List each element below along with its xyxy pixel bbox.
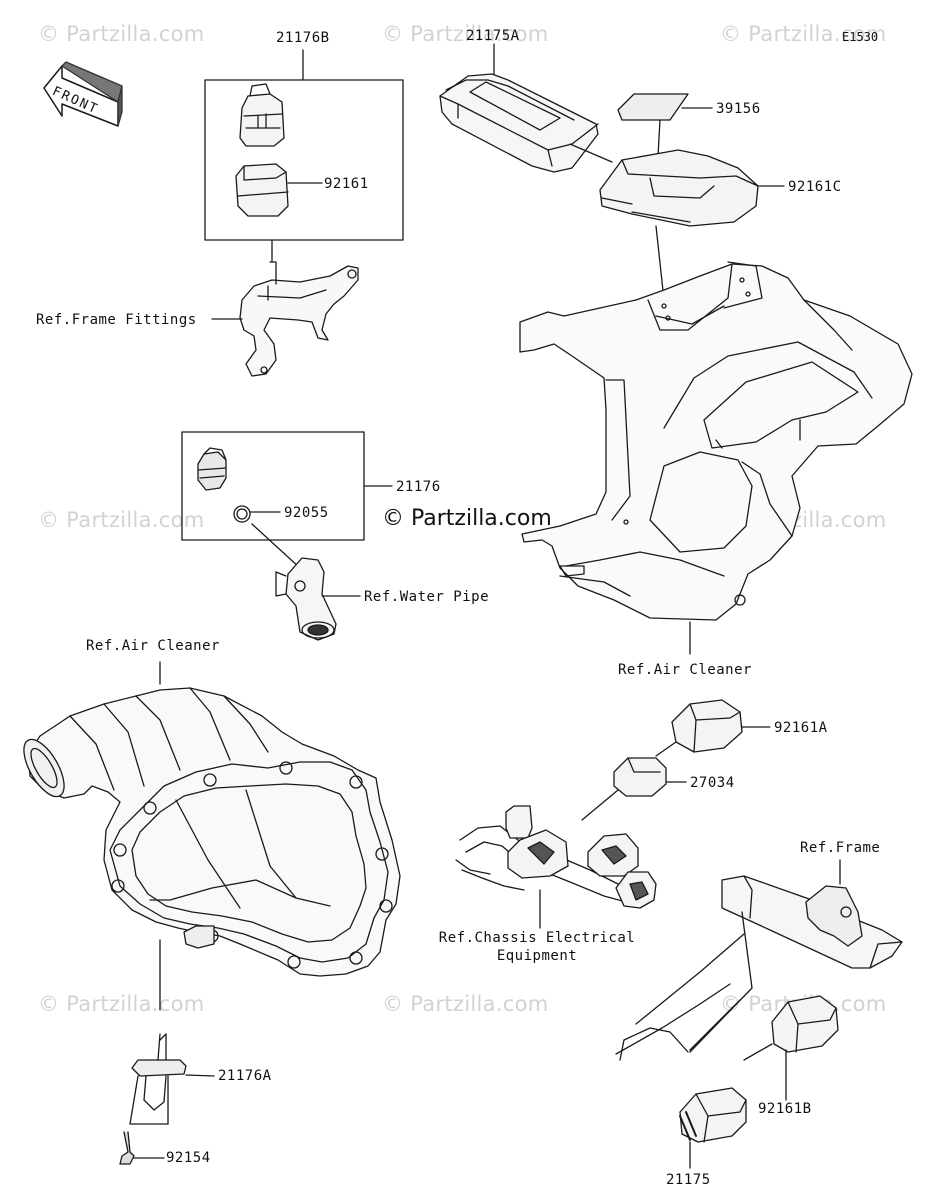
part-label-92161c[interactable]: 92161C: [788, 179, 842, 195]
connector-92161a: [671, 699, 771, 753]
ref-chassis-label[interactable]: Ref.Chassis Electrical Equipment: [430, 930, 644, 964]
ref-water-pipe-label[interactable]: Ref.Water Pipe: [364, 589, 490, 605]
watermark: © Partzilla.com: [720, 22, 887, 46]
ref-chassis-label-line1: Ref.Chassis Electrical: [438, 930, 636, 946]
ecu-21175a: [439, 43, 599, 173]
chassis-harness: [455, 805, 657, 909]
ref-frame-fittings-label[interactable]: Ref.Frame Fittings: [36, 312, 197, 328]
part-label-21176b[interactable]: 21176B: [276, 30, 330, 46]
part-label-92154[interactable]: 92154: [166, 1150, 211, 1166]
washer-92055: [233, 505, 281, 523]
pad-39156: [617, 93, 713, 121]
connector-21176b: [239, 83, 285, 147]
cover-92161: [235, 163, 323, 217]
part-label-21176a[interactable]: 21176A: [218, 1068, 272, 1084]
ref-frame-label[interactable]: Ref.Frame: [800, 840, 881, 856]
center-watermark: © Partzilla.com: [382, 506, 552, 531]
relay-21175: [679, 1087, 747, 1169]
bracket-frame-fittings: [239, 261, 359, 377]
watermark: © Partzilla.com: [38, 22, 205, 46]
watermark: © Partzilla.com: [382, 992, 549, 1016]
cover-92161b: [771, 995, 839, 1053]
sensor-21176a: [129, 1033, 215, 1125]
ref-chassis-label-line2: Equipment: [496, 948, 578, 964]
part-label-92161[interactable]: 92161: [324, 176, 369, 192]
ref-air-cleaner-label-right[interactable]: Ref.Air Cleaner: [618, 662, 752, 678]
air-cleaner-tray: [519, 261, 913, 621]
ref-air-cleaner-label-left[interactable]: Ref.Air Cleaner: [86, 638, 220, 654]
relay-27034: [613, 757, 687, 797]
diagram-code: E1530: [842, 30, 879, 44]
part-label-92055[interactable]: 92055: [284, 505, 329, 521]
frame-tube: [615, 875, 903, 1061]
water-pipe-fitting: [275, 557, 361, 641]
watermark: © Partzilla.com: [38, 508, 205, 532]
sensor-21176: [197, 447, 227, 491]
part-label-92161b[interactable]: 92161B: [758, 1101, 812, 1117]
part-label-21175a[interactable]: 21175A: [466, 28, 520, 44]
part-label-21175[interactable]: 21175: [666, 1172, 711, 1188]
watermark: © Partzilla.com: [38, 992, 205, 1016]
part-label-92161a[interactable]: 92161A: [774, 720, 828, 736]
cover-92161c: [599, 149, 785, 227]
front-arrow-icon: [43, 61, 123, 127]
part-label-27034[interactable]: 27034: [690, 775, 735, 791]
part-label-21176[interactable]: 21176: [396, 479, 441, 495]
screw-92154: [119, 1131, 165, 1165]
group-box-21176b: [204, 79, 404, 241]
part-label-39156[interactable]: 39156: [716, 101, 761, 117]
watermark: © Partzilla.com: [382, 22, 549, 46]
air-cleaner-housing: [23, 687, 401, 977]
